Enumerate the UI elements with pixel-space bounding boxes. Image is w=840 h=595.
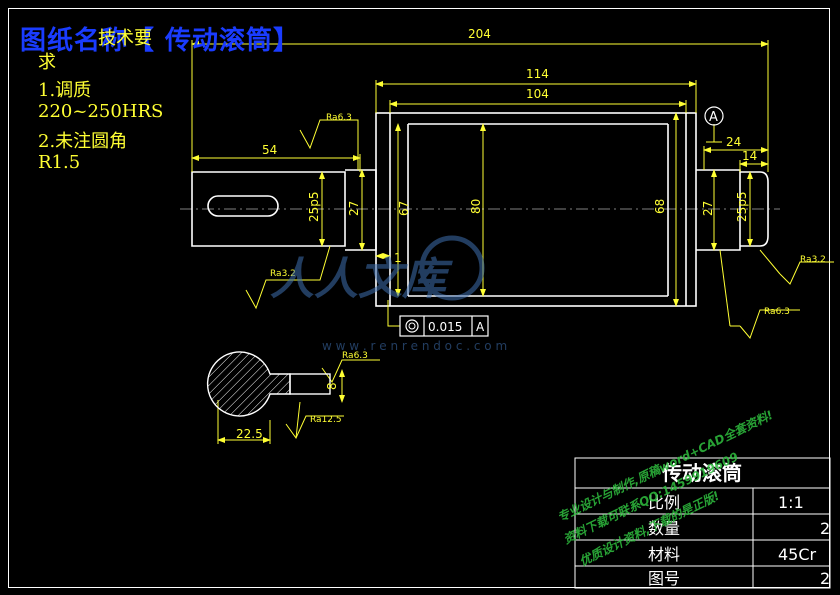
tb-value-0: 1:1: [778, 493, 804, 512]
left-shaft-end: [191, 171, 346, 247]
req-line-3: 2.未注圆角: [38, 131, 128, 152]
dim-114: 114: [526, 67, 549, 81]
req-line-0: 求: [38, 52, 56, 73]
watermark-logo-icon: [419, 235, 485, 301]
roughness-4: Ra6.3: [764, 307, 790, 317]
dim-25p5-right: 25p5: [735, 191, 749, 222]
keyway-slot: [207, 195, 279, 217]
roughness-1: Ra6.3: [326, 113, 352, 123]
dim-1: 1: [394, 251, 402, 265]
section-view: [206, 351, 331, 417]
roughness-3: Ra3.2: [800, 255, 826, 265]
tb-label-3: 图号: [648, 569, 680, 588]
roughness-6: Ra12.5: [310, 415, 342, 425]
dim-14: 14: [742, 149, 757, 163]
concentricity-icon: [405, 319, 419, 333]
watermark-logo: 人人文库: [270, 254, 453, 305]
dim-54: 54: [262, 143, 277, 157]
req-line-2: 220~250HRS: [38, 101, 164, 122]
drawing-frame: [8, 8, 830, 588]
tb-value-1: 2: [820, 519, 830, 538]
tb-label-0: 比例: [648, 493, 680, 512]
req-line-4: R1.5: [38, 152, 81, 173]
dim-27-right: 27: [701, 201, 715, 216]
tolerance-frame: 0.015 A: [399, 315, 489, 337]
tb-label-1: 数量: [648, 519, 680, 538]
watermark-url: w w w . r e n r e n d o c . c o m: [322, 339, 507, 353]
tolerance-datum: A: [476, 320, 485, 334]
tech-requirements-heading: 技术要: [98, 28, 152, 49]
drawing-title: 图纸名称【 传动滚筒】: [20, 26, 301, 56]
req-line-1: 1.调质: [38, 80, 92, 101]
watermark: 人人文库 w w w . r e n r e n d o c . c o m: [270, 235, 507, 353]
dim-68: 68: [653, 199, 667, 214]
tb-value-3: 2: [820, 569, 830, 588]
drum-body: [375, 112, 697, 307]
title-block-rows: 比例 1:1 数量 2 材料 45Cr 图号 2: [648, 493, 830, 588]
dim-25p5-left: 25p5: [307, 191, 321, 222]
dim-67: 67: [397, 201, 411, 216]
dim-8: 8: [325, 382, 339, 390]
dim-80: 80: [469, 199, 483, 214]
right-journal: [696, 169, 741, 251]
roughness-2: Ra3.2: [270, 269, 296, 279]
datum-circle: [704, 106, 724, 126]
title-block: [574, 457, 831, 589]
dimension-texts: 204 114 104 54 24 14 1 25p5 27 67 80 68 …: [236, 27, 757, 441]
roughness-5: Ra6.3: [342, 351, 368, 361]
dim-204: 204: [468, 27, 491, 41]
section-hatch: [206, 351, 291, 417]
shaft-outline: [191, 112, 769, 307]
dim-27-left: 27: [347, 201, 361, 216]
roughness-labels: Ra6.3 Ra3.2 Ra3.2 Ra6.3 Ra6.3 Ra12.5: [270, 113, 826, 425]
tolerance-value: 0.015: [428, 320, 462, 334]
dim-24: 24: [726, 135, 741, 149]
dim-22-5: 22.5: [236, 427, 263, 441]
tb-label-2: 材料: [648, 545, 680, 564]
title-block-name: 传动滚筒: [661, 461, 742, 485]
datum-label: A: [709, 110, 718, 125]
dimension-lines: [191, 40, 834, 444]
tb-value-2: 45Cr: [778, 545, 817, 564]
dim-104: 104: [526, 87, 549, 101]
